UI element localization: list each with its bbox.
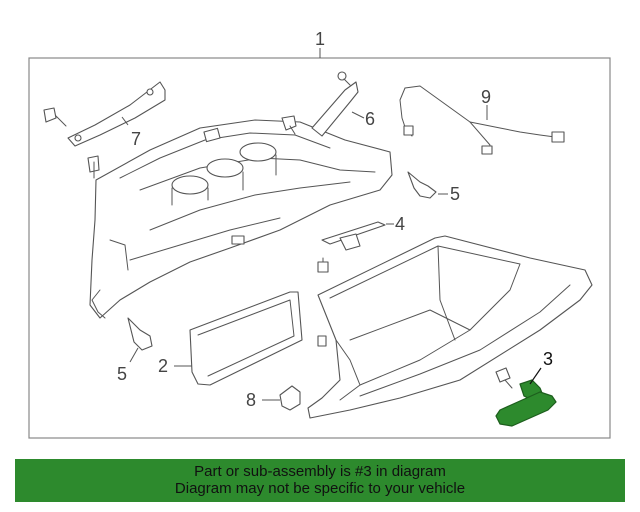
part-4-strip bbox=[317, 221, 394, 273]
callout-1: 1 bbox=[315, 29, 325, 49]
callout-4: 4 bbox=[395, 214, 405, 234]
part-9-cable bbox=[399, 85, 565, 155]
callout-9: 9 bbox=[481, 87, 491, 107]
part-8-knob bbox=[262, 385, 301, 411]
glove-box-bin bbox=[307, 235, 593, 419]
callout-6: 6 bbox=[365, 109, 375, 129]
callout-2: 2 bbox=[158, 356, 168, 376]
part-2-panel bbox=[174, 291, 303, 386]
parts-diagram: 1 7 6 bbox=[28, 29, 611, 439]
part-6-bracket bbox=[281, 71, 365, 137]
glove-box-housing bbox=[89, 119, 393, 319]
part-5-lower-clip bbox=[127, 317, 153, 363]
callout-5-upper: 5 bbox=[450, 184, 460, 204]
disclaimer-line: Diagram may not be specific to your vehi… bbox=[174, 480, 466, 497]
part-3-latch-highlighted bbox=[495, 367, 557, 427]
callout-7: 7 bbox=[131, 129, 141, 149]
part-7-bracket bbox=[43, 81, 166, 179]
callout-3: 3 bbox=[543, 349, 553, 369]
part-info-line: Part or sub-assembly is #3 in diagram bbox=[194, 463, 446, 480]
callout-8: 8 bbox=[246, 390, 256, 410]
part-info-banner: Part or sub-assembly is #3 in diagram Di… bbox=[15, 459, 625, 502]
part-5-upper-clip bbox=[407, 171, 448, 199]
callout-5-lower: 5 bbox=[117, 364, 127, 384]
